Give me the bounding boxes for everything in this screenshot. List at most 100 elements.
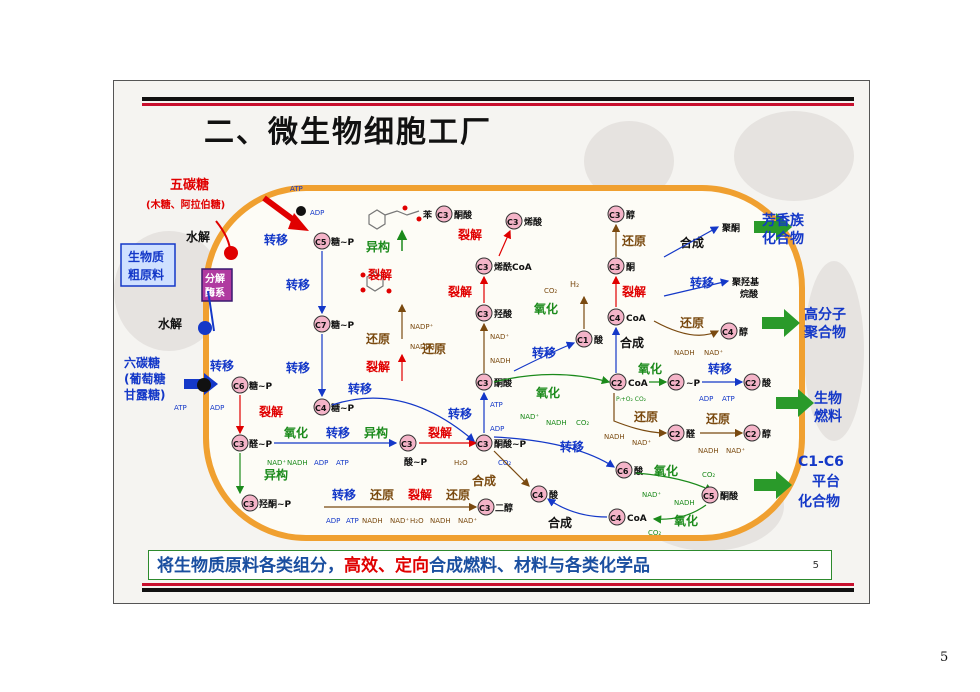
node-c2-coa-text: C2 — [611, 379, 622, 388]
node-c4 — [313, 398, 331, 416]
transport-node — [197, 378, 211, 392]
adp-label-1: ADP — [314, 459, 328, 467]
op-transfer-9: 转移 — [532, 345, 556, 360]
op-isomer-2: 异构 — [364, 425, 388, 440]
node-c2p-text: C2 — [669, 379, 680, 388]
op-cleave-3: 裂解 — [407, 487, 432, 502]
node-c2-alcohol-text: C2 — [745, 430, 756, 439]
node-c7-label: 糖~P — [331, 319, 355, 331]
node-c2-acid — [743, 373, 761, 391]
polymer-line-1: 高分子 — [804, 306, 846, 323]
node-c3-alcohol — [607, 205, 625, 223]
hydrolysis-node-blue — [198, 321, 212, 335]
node-c3-pep — [475, 434, 493, 452]
node-c4-acid — [530, 485, 548, 503]
hexose-arc — [207, 290, 215, 332]
node-c3-hydroxy — [475, 304, 493, 322]
nad-label-9: NAD⁺ — [642, 491, 661, 499]
node-c3d-label: 羟酮~P — [259, 498, 292, 510]
node-c3-pyruvate-label: 酮酸 — [494, 377, 513, 389]
arrow-c4-pep — [331, 397, 475, 442]
op-oxidize-2: 氧化 — [533, 301, 558, 316]
op-cleave-5: 裂解 — [367, 267, 392, 282]
node-c3d — [241, 494, 259, 512]
h2o-label-2: H₂O — [410, 517, 424, 525]
node-c3a-label: 醛~P — [249, 438, 273, 450]
node-c3-acid-p-label: 酸~P — [404, 456, 428, 468]
hydrolysis-node-red — [224, 246, 238, 260]
op-transfer-5: 转移 — [326, 425, 350, 440]
op-cleave-4: 裂解 — [457, 227, 482, 242]
hydrolysis-label-2: 水解 — [158, 316, 182, 331]
op-oxidize-1: 氧化 — [283, 425, 308, 440]
node-c5-label: 糖~P — [331, 236, 355, 248]
node-c3-acid-p — [399, 434, 417, 452]
platform-line-3: 化合物 — [798, 493, 840, 510]
summary-part-2: 高效、定向 — [344, 556, 429, 576]
node-c2-aldehyde — [667, 424, 685, 442]
op-oxidize-3: 氧化 — [535, 385, 560, 400]
node-c6-acid-text: C6 — [617, 467, 629, 476]
adp-label-3: ADP — [490, 425, 504, 433]
op-cleave-2: 裂解 — [427, 425, 452, 440]
node-c2-coa — [609, 373, 627, 391]
node-c2p-label: ~P — [686, 379, 701, 389]
node-c3a — [231, 434, 249, 452]
enzyme-line-1: 分解 — [205, 272, 225, 285]
node-c3-enoic — [505, 212, 523, 230]
pha-line-1: 聚羟基 — [731, 276, 760, 288]
atp-label-3: ATP — [490, 401, 503, 409]
node-c2-alcohol — [743, 424, 761, 442]
adp-label-4: ADP — [699, 395, 713, 403]
node-c6-acid-label: 酸 — [634, 465, 644, 477]
arrow-to-c4acid — [547, 498, 608, 518]
hydrolysis-label-1: 水解 — [186, 229, 210, 244]
polymer-line-2: 聚合物 — [803, 324, 846, 341]
enzyme-line-2: 酶系 — [205, 286, 225, 299]
nad-label-3: NAD⁺ — [458, 517, 477, 525]
node-c1 — [575, 330, 593, 348]
node-c4-text: C4 — [315, 404, 327, 413]
node-c2-acid-text: C2 — [745, 379, 756, 388]
benzene-label: 苯 — [422, 209, 433, 221]
node-c5-ketoacid-label: 酮酸 — [720, 490, 739, 502]
atp-label-1: ATP — [336, 459, 349, 467]
pentose-title: 五碳糖 — [170, 177, 209, 193]
biofuel-line-1: 生物 — [814, 390, 842, 407]
pentose-subtitle: (木糖、阿拉伯糖) — [146, 198, 225, 211]
summary-part-3: 合成燃料、材料与各类化学品 — [429, 556, 650, 576]
op-isomer-1: 异构 — [366, 239, 390, 254]
nadh-label-9: NADH — [674, 499, 695, 507]
node-c5-text: C5 — [315, 238, 327, 247]
node-c4-coa2 — [608, 508, 626, 526]
node-c5-ketoacid-text: C5 — [703, 492, 715, 501]
biomass-line-1: 生物质 — [128, 249, 164, 264]
node-c4-acid-text: C4 — [532, 491, 544, 500]
atp-label-left: ATP — [174, 404, 187, 412]
nad-label-5: NAD⁺ — [520, 413, 539, 421]
node-c4-coa — [607, 308, 625, 326]
node-c2p — [667, 373, 685, 391]
atp-label-top: ATP — [290, 185, 303, 193]
node-c3-ketoacid-label: 酮酸 — [454, 209, 473, 221]
op-cleave-8: 裂解 — [621, 284, 646, 299]
node-c3-pyruvate-text: C3 — [477, 379, 488, 388]
nadh-label-6: NADH — [674, 349, 695, 357]
enzyme-box — [201, 268, 233, 302]
top-rule-red — [142, 103, 854, 106]
node-c7 — [313, 315, 331, 333]
node-c3-diol-label: 二醇 — [495, 502, 513, 514]
background-blob — [734, 111, 854, 201]
node-c3-hydroxy-label: 羟酸 — [494, 308, 513, 320]
page-number: 5 — [940, 650, 949, 665]
node-c3-ketoacid — [435, 205, 453, 223]
node-c3-acid-p-text: C3 — [401, 440, 412, 449]
nadh-label-5: NADH — [546, 419, 567, 427]
node-c4-coa2-label: CoA — [627, 514, 647, 524]
node-c3-enoic-text: C3 — [507, 218, 518, 227]
co2-label-2: CO₂ — [544, 287, 557, 295]
co2-label-1: CO₂ — [498, 459, 511, 467]
oxygen-atom-icon — [386, 288, 392, 294]
nadh-label-8: NADH — [698, 447, 719, 455]
node-c2-aldehyde-text: C2 — [669, 430, 680, 439]
